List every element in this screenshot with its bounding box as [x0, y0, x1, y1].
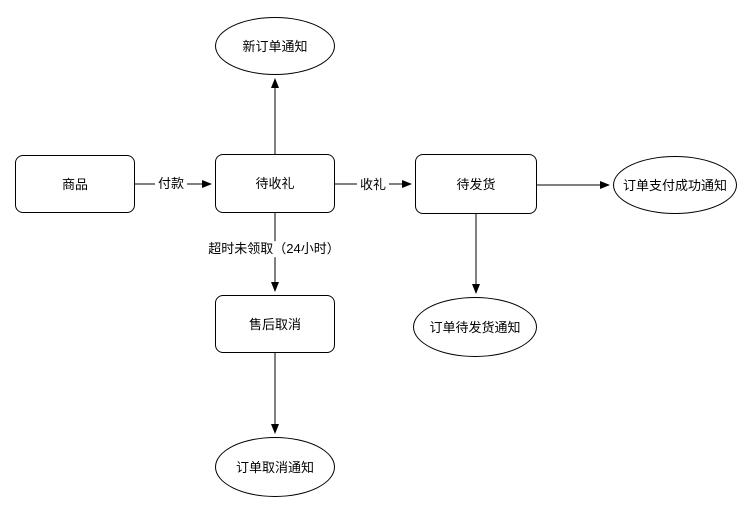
- node-product: 商品: [15, 155, 135, 213]
- node-await-ship: 待发货: [415, 154, 537, 214]
- node-order-cancel-notice: 订单取消通知: [215, 437, 335, 497]
- node-new-order-notice: 新订单通知: [215, 17, 335, 75]
- edge-label-pay: 付款: [154, 176, 188, 192]
- node-await-gift: 待收礼: [215, 154, 335, 213]
- node-pay-success-notice: 订单支付成功通知: [613, 156, 737, 214]
- edge-label-receive-gift: 收礼: [356, 177, 390, 193]
- node-await-ship-notice: 订单待发货通知: [413, 297, 537, 357]
- node-aftersale-cancel: 售后取消: [215, 295, 335, 353]
- edge-label-timeout: 超时未领取（24小时）: [205, 241, 343, 257]
